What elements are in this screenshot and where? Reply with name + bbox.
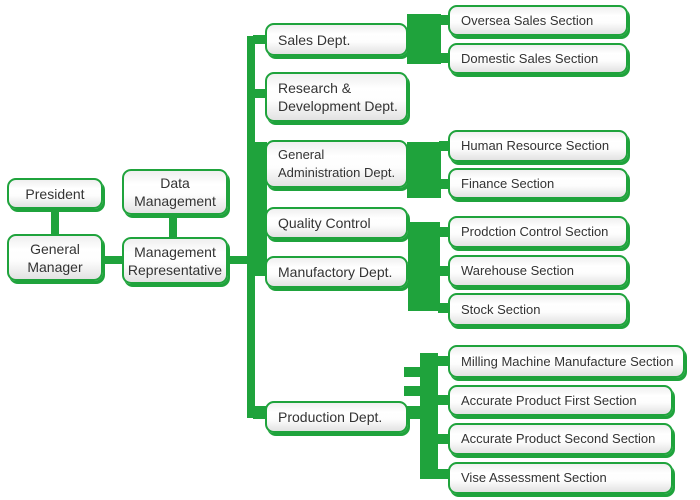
connector-trunk-wide-segment — [247, 142, 267, 276]
node-label: Finance Section — [461, 175, 555, 191]
node-label: Stock Section — [461, 301, 541, 317]
connector-stub-production-dept — [253, 406, 268, 419]
node-quality-control: Quality Control — [265, 207, 408, 239]
connector-stub-accurate-first — [436, 395, 450, 405]
connector-production-left-stub-1 — [404, 367, 422, 377]
node-label: Oversea Sales Section — [461, 12, 594, 28]
connector-stub-oversea — [439, 15, 450, 25]
node-oversea-sales-section: Oversea Sales Section — [448, 5, 628, 36]
node-human-resource-section: Human Resource Section — [448, 130, 628, 162]
node-warehouse-section: Warehouse Section — [448, 255, 628, 287]
node-data-management: Data Management — [122, 169, 228, 215]
node-label: General Administration Dept. — [278, 147, 396, 180]
node-manufactory-dept: Manufactory Dept. — [265, 256, 408, 288]
connector-manufactory-junction — [408, 222, 440, 311]
node-prodction-control-section: Prodction Control Section — [448, 216, 628, 248]
connector-general-admin-junction — [407, 142, 441, 198]
node-label: Prodction Control Section — [461, 224, 609, 239]
connector-stub-accurate-second — [436, 434, 450, 444]
node-production-dept: Production Dept. — [265, 401, 408, 433]
node-label: Domestic Sales Section — [461, 50, 599, 66]
node-label: Research & Development Dept. — [278, 80, 398, 114]
node-label: Accurate Product Second Section — [461, 431, 656, 446]
node-label: General Manager — [27, 240, 83, 275]
node-label: Human Resource Section — [461, 138, 610, 153]
node-label: Management Representative — [127, 243, 223, 278]
node-management-representative: Management Representative — [122, 237, 228, 284]
node-sales-dept: Sales Dept. — [265, 23, 408, 56]
node-label: Vise Assessment Section — [461, 470, 607, 485]
node-label: President — [25, 185, 85, 202]
node-stock-section: Stock Section — [448, 293, 628, 326]
node-accurate-product-second-section: Accurate Product Second Section — [448, 423, 673, 455]
node-label: Production Dept. — [278, 409, 383, 425]
connector-production-junction — [420, 353, 438, 479]
node-finance-section: Finance Section — [448, 168, 628, 199]
node-president: President — [7, 178, 103, 209]
node-label: Manufactory Dept. — [278, 264, 393, 280]
connector-general-manager-representative — [101, 256, 124, 264]
connector-sales-junction — [407, 14, 441, 64]
node-label: Accurate Product First Section — [461, 392, 637, 408]
node-accurate-product-first-section: Accurate Product First Section — [448, 385, 673, 416]
connector-stub-sales-dept — [253, 35, 267, 44]
node-label: Milling Machine Manufacture Section — [461, 353, 674, 369]
connector-stub-milling — [436, 356, 450, 366]
connector-stub-domestic — [439, 53, 450, 63]
connector-stub-prodction-control — [438, 227, 450, 237]
connector-stub-vise — [436, 469, 450, 479]
node-domestic-sales-section: Domestic Sales Section — [448, 43, 628, 74]
node-milling-machine-manufacture-section: Milling Machine Manufacture Section — [448, 345, 685, 378]
node-general-administration-dept: General Administration Dept. — [265, 140, 408, 188]
connector-stub-warehouse — [438, 266, 450, 276]
node-label: Data Management — [134, 175, 216, 209]
node-label: Quality Control — [278, 215, 371, 231]
connector-stub-human-resource — [439, 141, 450, 151]
node-vise-assessment-section: Vise Assessment Section — [448, 462, 673, 494]
connector-representative-trunk — [228, 256, 249, 264]
node-label: Sales Dept. — [278, 31, 351, 48]
connector-production-left-stub-2 — [404, 386, 422, 396]
connector-data-management-representative — [169, 214, 177, 238]
connector-stub-stock — [438, 303, 450, 313]
connector-stub-finance — [439, 179, 450, 189]
node-general-manager: General Manager — [7, 234, 103, 281]
node-research-development-dept: Research & Development Dept. — [265, 72, 408, 122]
node-label: Warehouse Section — [461, 263, 574, 278]
connector-production-box-stub — [406, 406, 422, 419]
connector-stub-rd-dept — [253, 89, 267, 98]
connector-president-general-manager — [51, 208, 59, 235]
